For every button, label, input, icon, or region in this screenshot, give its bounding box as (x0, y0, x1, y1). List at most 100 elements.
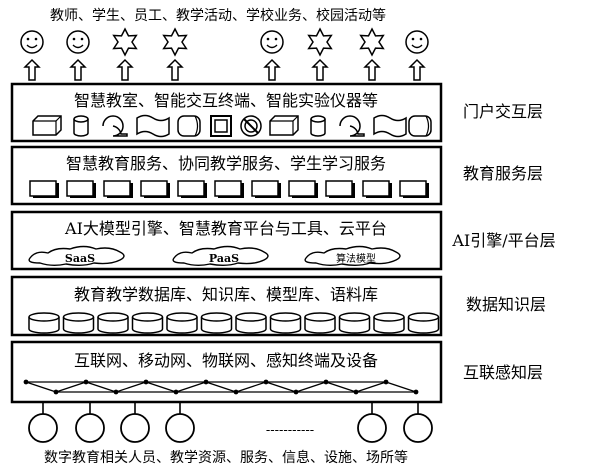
service-rectangle-icon (399, 180, 429, 198)
top-caption: 教师、学生、员工、教学活动、学校业务、校园活动等 (50, 7, 386, 24)
cloud-saas: SaaS (28, 245, 125, 266)
network-edge (115, 381, 147, 393)
layer-engine-label: AI引擎/平台层 (451, 231, 555, 250)
database-icon (269, 312, 302, 334)
network-node (203, 379, 209, 385)
network-node (143, 379, 149, 385)
service-rectangle-icon (66, 180, 96, 198)
star-icon (359, 27, 385, 57)
service-rectangle-icon (103, 180, 133, 198)
star-icon (112, 27, 138, 57)
network-edge (265, 381, 297, 393)
layer-data: 教育教学数据库、知识库、模型库、语料库 (10, 275, 443, 337)
cloud-paas-label: PaaS (209, 252, 239, 265)
top-icon-row (20, 27, 429, 57)
layer-data-label: 数据知识层 (466, 295, 546, 314)
up-arrow-row (23, 58, 426, 81)
database-icon-row (28, 312, 440, 334)
service-rectangle-icon (177, 180, 207, 198)
database-icon (304, 312, 336, 334)
up-arrow-icon (23, 58, 41, 81)
network-edge (235, 381, 267, 393)
database-icon (200, 312, 233, 334)
layer-portal-text: 智慧教室、智能交互终端、智能实验仪器等 (74, 91, 378, 110)
database-icon (373, 312, 405, 334)
layer-data-text: 教育教学数据库、知识库、模型库、语料库 (74, 285, 378, 304)
up-arrow-icon (408, 58, 426, 81)
network-edge (175, 381, 207, 393)
smiley-icon (260, 30, 284, 54)
cloud-row: SaaS PaaS 算法模型 (28, 245, 401, 266)
cylinder-icon (73, 115, 89, 137)
layer-perception-text: 互联网、移动网、物联网、感知终端及设备 (74, 351, 378, 370)
bottom-ellipsis: ----------- (266, 423, 314, 438)
network-node (53, 389, 59, 395)
service-rectangle-icon (288, 180, 318, 198)
layer-engine-text: AI大模型引擎、智慧教育平台与工具、云平台 (64, 219, 387, 238)
up-arrow-icon (311, 58, 329, 81)
cylinder-icon (310, 115, 326, 137)
layer-service-label: 教育服务层 (463, 164, 543, 183)
network-node (383, 379, 389, 385)
layer-perception-label: 互联感知层 (463, 363, 543, 382)
layer-service-text: 智慧教育服务、协同教学服务、学生学习服务 (66, 154, 386, 173)
box-icon (32, 115, 62, 136)
service-rectangle-icon (362, 180, 392, 198)
up-arrow-icon (363, 58, 381, 81)
up-arrow-icon (116, 58, 134, 81)
smiley-icon (66, 30, 90, 54)
cloud-saas-label: SaaS (65, 252, 95, 265)
cloud-algorithm-model: 算法模型 (304, 245, 401, 266)
network-node (173, 389, 179, 395)
network-node (83, 379, 89, 385)
network-edge (55, 381, 87, 393)
bottom-node-circle (357, 402, 387, 443)
network-edge (295, 381, 327, 393)
database-icon (407, 312, 440, 334)
network-edge (25, 381, 57, 393)
smiley-icon (405, 30, 429, 54)
service-rectangle-icon (140, 180, 170, 198)
network-edge (385, 381, 417, 393)
rounded-box-icon (408, 115, 432, 137)
database-icon (338, 312, 371, 334)
service-rectangle-icon (325, 180, 355, 198)
network-node (353, 389, 359, 395)
network-graph (23, 379, 419, 395)
bottom-node-row (28, 402, 433, 443)
database-icon (28, 312, 60, 334)
database-icon (235, 312, 267, 334)
network-node (23, 379, 29, 385)
service-icon-row (29, 180, 429, 198)
network-node (323, 379, 329, 385)
network-node (263, 379, 269, 385)
star-icon (307, 27, 333, 57)
service-rectangle-icon (214, 180, 244, 198)
layer-engine: AI大模型引擎、智慧教育平台与工具、云平台 SaaS PaaS 算法模型 (10, 210, 443, 271)
network-edge (355, 381, 387, 393)
network-edge (205, 381, 237, 393)
up-arrow-icon (69, 58, 87, 81)
box-icon (269, 115, 299, 136)
up-arrow-icon (166, 58, 184, 81)
cloud-algorithm-model-label: 算法模型 (336, 252, 376, 265)
database-icon (131, 312, 164, 334)
network-node (233, 389, 239, 395)
cloud-paas: PaaS (172, 245, 269, 266)
network-edge (325, 381, 357, 393)
scroll-icon (373, 114, 407, 138)
bottom-caption: 数字教育相关人员、教学资源、服务、信息、设施、场所等 (44, 449, 408, 466)
layer-perception: 互联网、移动网、物联网、感知终端及设备 (10, 340, 443, 404)
database-icon (62, 312, 95, 334)
no-sign-icon (240, 115, 262, 137)
network-node (413, 389, 419, 395)
scroll-icon (136, 114, 170, 138)
bottom-node-circle (28, 402, 58, 443)
layer-portal: 智慧教室、智能交互终端、智能实验仪器等 (10, 82, 443, 143)
database-icon (166, 312, 198, 334)
database-icon (97, 312, 129, 334)
up-arrow-icon (263, 58, 281, 81)
network-node (113, 389, 119, 395)
network-edge (85, 381, 117, 393)
